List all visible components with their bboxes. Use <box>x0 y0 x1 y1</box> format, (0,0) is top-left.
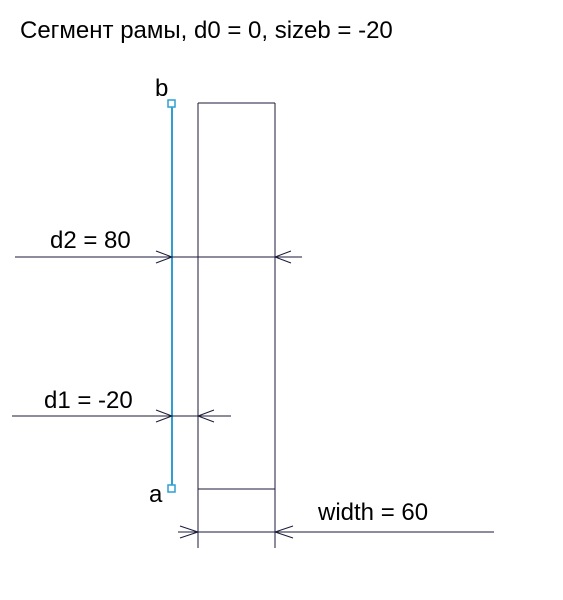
d2-right-arrow <box>273 250 292 264</box>
point-a-marker <box>167 484 176 493</box>
d1-left-arrow <box>155 409 174 423</box>
d2-label: d2 = 80 <box>50 227 131 254</box>
d1-label: d1 = -20 <box>44 387 133 414</box>
point-b-label: b <box>155 75 168 102</box>
width-label: width = 60 <box>317 499 428 526</box>
width-left-arrow <box>179 525 200 539</box>
point-b-marker <box>167 99 176 108</box>
point-a-label: a <box>149 481 163 508</box>
diagram-title: Сегмент рамы, d0 = 0, sizeb = -20 <box>20 17 393 44</box>
width-right-arrow <box>273 525 294 539</box>
d1-right-arrow <box>196 409 215 423</box>
d2-left-arrow <box>155 250 174 264</box>
